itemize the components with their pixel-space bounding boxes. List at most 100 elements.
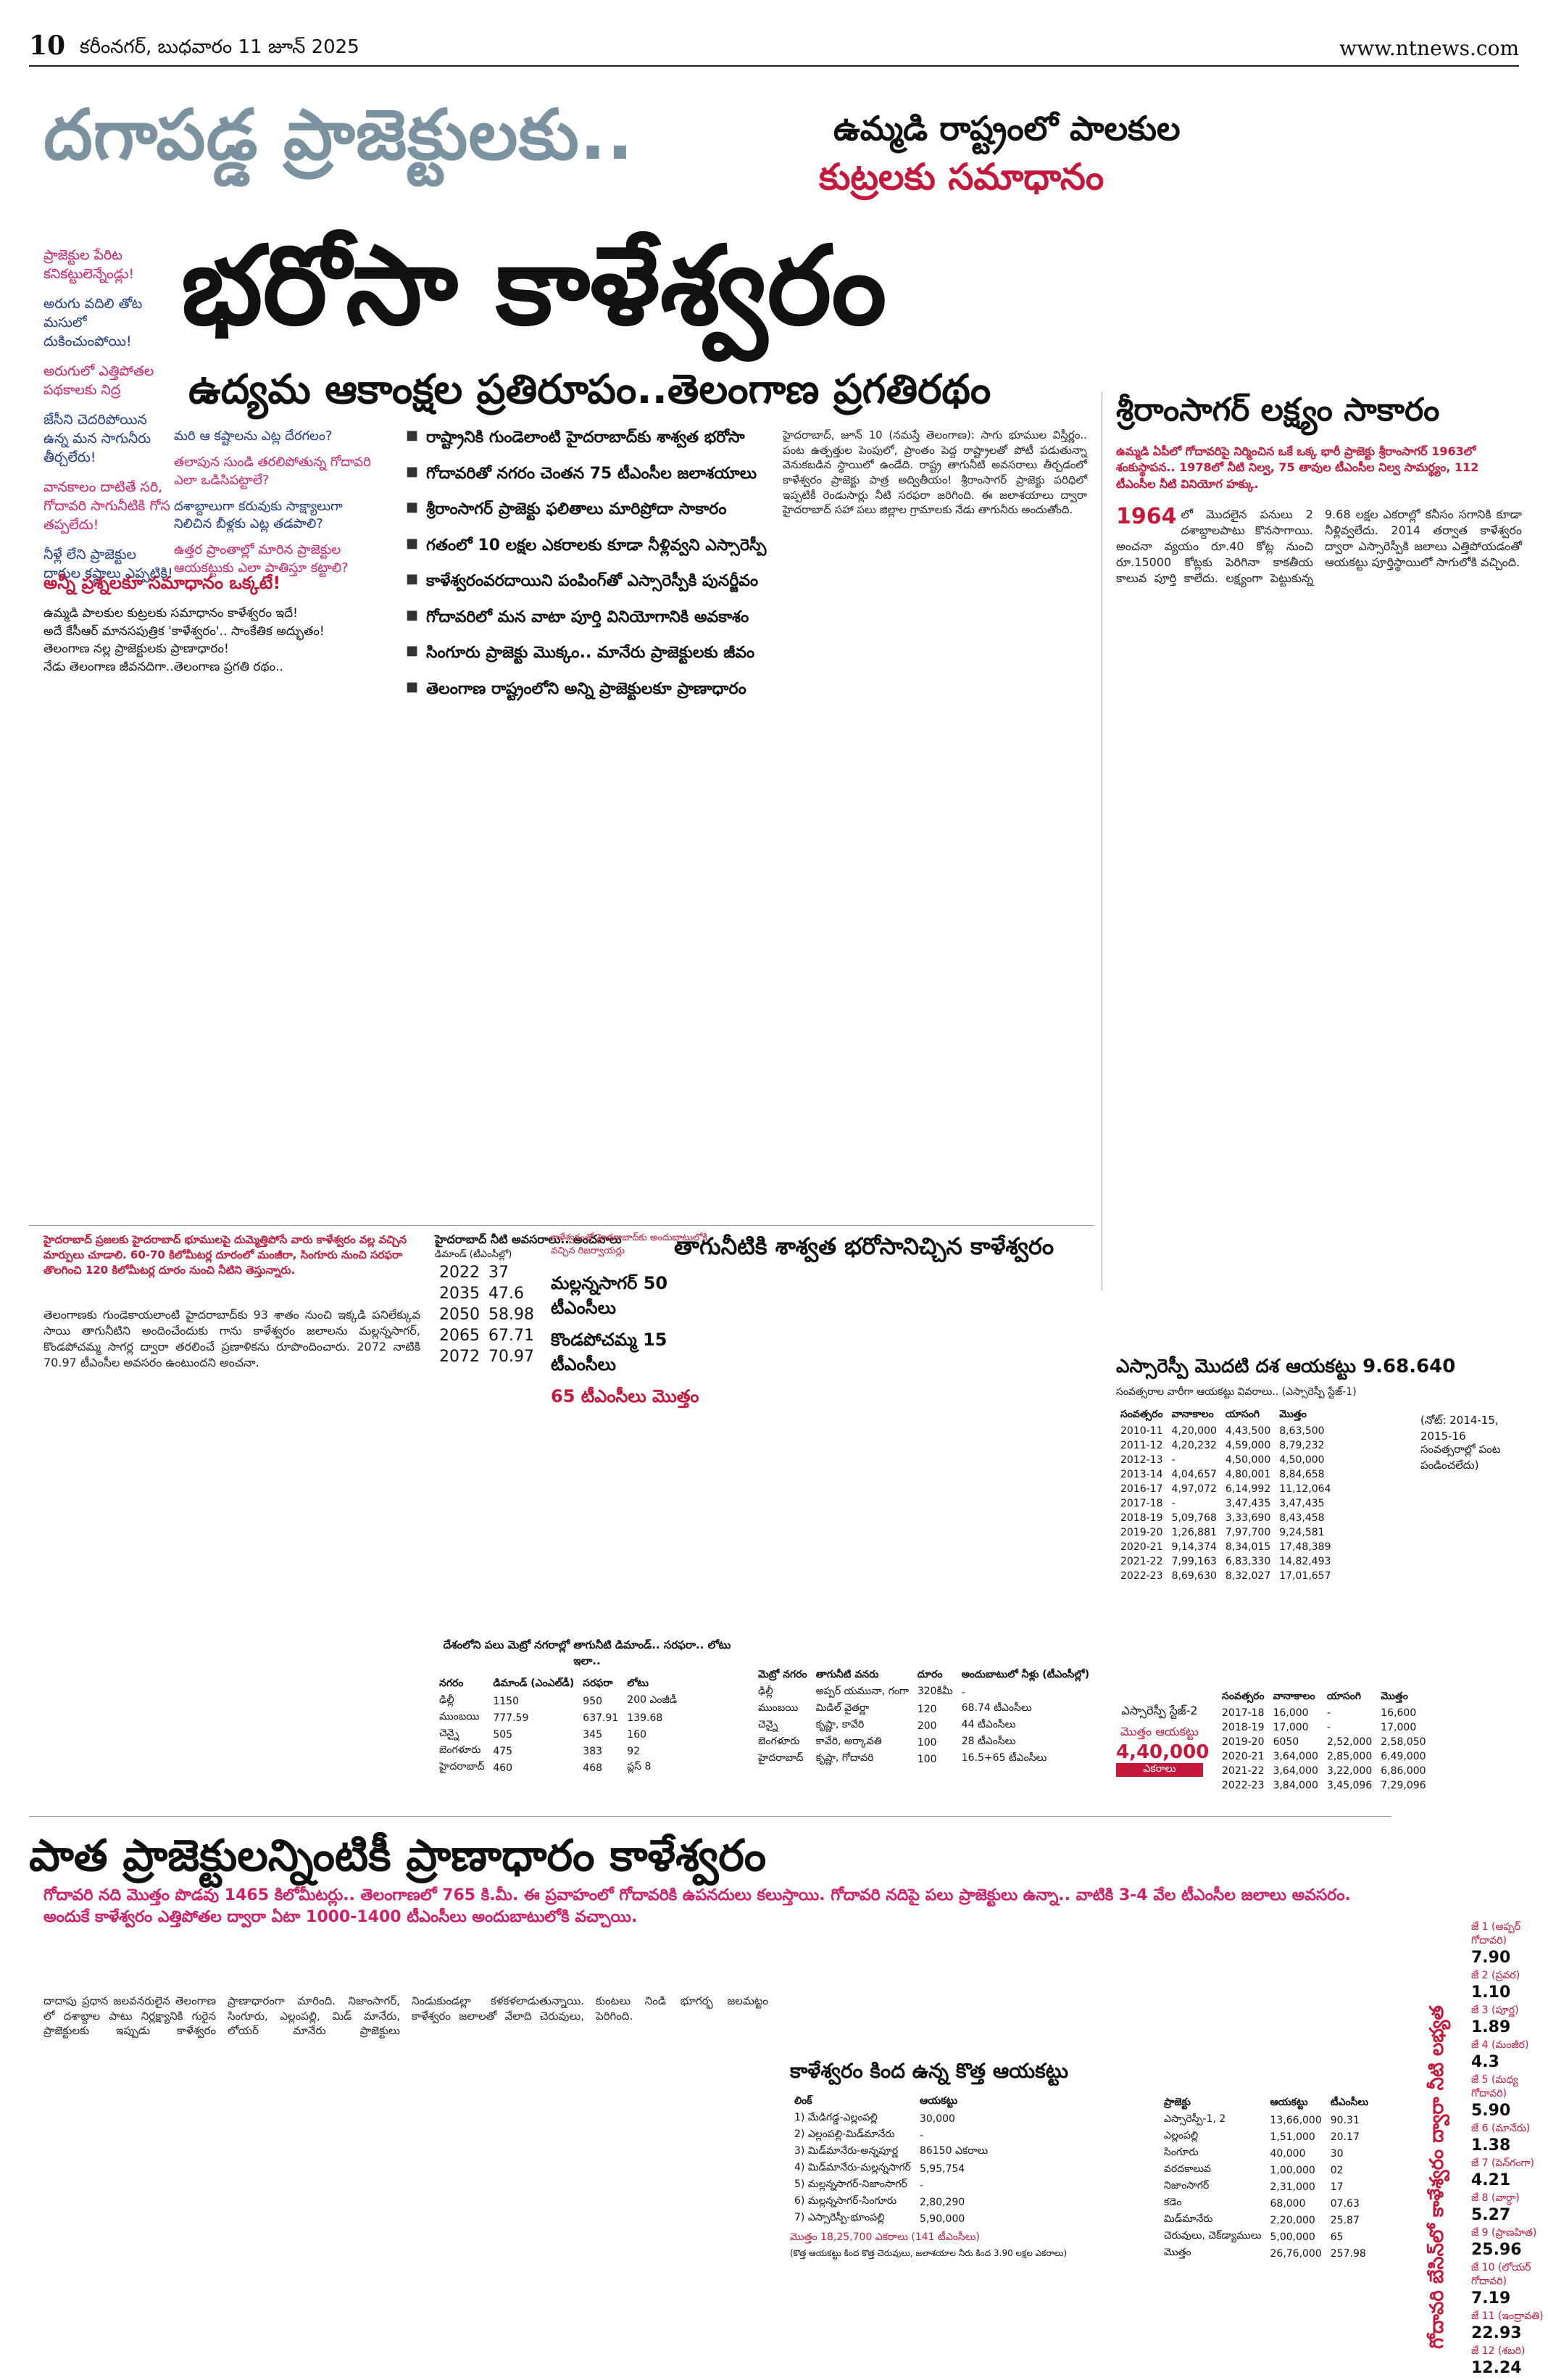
strip-label: జే 3 (పూర్ణ) <box>1471 2004 1519 2016</box>
question: మరి ఆ కష్టాలను ఎట్ల దేరగలం? <box>174 428 333 444</box>
answer-block: అన్నీ ప్రశ్నలకూ సమాధానం ఒక్కటే! ఉమ్మడి ప… <box>43 573 391 676</box>
metro-row-cell: 505 <box>493 1728 513 1741</box>
srsp-ayacut-box: ఎస్సారెస్పీ మొదటి దశ ఆయకట్టు 9.68.640 సం… <box>1116 1356 1522 1583</box>
metro-row-cell: 160 <box>627 1728 647 1741</box>
metro-row-cell: 92 <box>627 1745 641 1757</box>
metro-row-cell: 345 <box>583 1728 603 1741</box>
ayacut-subtitle: సంవత్సరాల వారీగా ఆయకట్టు వివరాలు.. (ఎస్స… <box>1116 1386 1357 1398</box>
strip-label: జే 2 (ప్రవర) <box>1471 1970 1520 1981</box>
metro-row-cell: 460 <box>493 1762 513 1774</box>
stage2-row-cell: 3,22,000 <box>1326 1765 1373 1777</box>
stage2-row-cell: 2017-18 <box>1222 1707 1265 1719</box>
strip-label: జే 7 (పెన్‌గంగా) <box>1471 2157 1534 2169</box>
col-header: మెట్రో నగరం <box>758 1669 807 1680</box>
col-header: దూరం <box>917 1669 943 1680</box>
left-line: అరుగులో ఎత్తిపోతల పథకాలకు నిద్ర <box>43 363 154 398</box>
col-header: సంవత్సరం <box>1120 1409 1163 1420</box>
stage2-row-cell: 7,29,096 <box>1381 1780 1426 1791</box>
bullet-item: గతంలో 10 లక్షల ఎకరాలకు కూడా నీళ్లివ్వని … <box>406 536 768 556</box>
strip-value: 4.21 <box>1471 2171 1511 2189</box>
hyd-intro: హైదరాబాద్ ప్రజలకు హైదరాబాద్ భూములపై దుమ్… <box>43 1232 420 1371</box>
stage2-row-cell: 16,000 <box>1273 1707 1309 1719</box>
stage2-row-cell: 3,84,000 <box>1273 1780 1318 1791</box>
stage2-row-cell: 3,64,000 <box>1273 1751 1318 1762</box>
demand-title: హైదరాబాద్ నీటి అవసరాలు.. అంచనాలు <box>435 1232 622 1246</box>
source-row-cell: ముంబయి <box>758 1702 799 1714</box>
demand-row-cell: 2022 <box>439 1264 480 1282</box>
strip-value: 25.96 <box>1471 2241 1522 2259</box>
answer-line: నేడు తెలంగాణ జీవనదిగా..తెలంగాణ ప్రగతి రథ… <box>43 659 283 674</box>
ayacut-row-cell: 8,32,027 <box>1225 1570 1271 1582</box>
stage2-row-cell: 2022-23 <box>1222 1780 1265 1791</box>
source-row-cell: 200 <box>917 1720 937 1732</box>
col-header: మొత్తం <box>1279 1409 1307 1420</box>
strip-value: 4.3 <box>1471 2053 1499 2071</box>
project-row-cell: 90.31 <box>1330 2114 1360 2126</box>
metro-row-cell: 468 <box>583 1762 603 1774</box>
new-ayacut-row: 2) ఎల్లంపల్లి-మిడ్‌మానేరు- <box>790 2127 992 2144</box>
kondapochamma: కొండపోచమ్మ 15 టీఎంసీలు <box>551 1330 667 1374</box>
answer-line: అదే కేసీఆర్ మానసపుత్రిక 'కాళేశ్వరం'.. సా… <box>43 623 325 639</box>
bullet-item: రాష్ట్రానికి గుండెలాంటి హైదరాబాద్‌కు శాశ… <box>406 428 768 448</box>
project-row-cell: 2,31,000 <box>1270 2181 1315 2193</box>
source-row-cell: మిడిల్ వైతర్ణా <box>815 1702 870 1714</box>
metro-row-cell: 139.68 <box>627 1712 663 1724</box>
website-url[interactable]: www.ntnews.com <box>1339 36 1519 60</box>
col-header: తాగునీటి వనరు <box>815 1669 879 1680</box>
col-header: ప్రాజెక్టు <box>1164 2097 1191 2108</box>
sub-headline: ఉద్యమ ఆకాంక్షల ప్రతిరూపం..తెలంగాణ ప్రగతి… <box>188 366 991 413</box>
project-row-cell: 02 <box>1330 2164 1344 2176</box>
reservoir-source: కాళేశ్వరంతో హైదరాబాద్‌కు అందుబాటులోకి వచ… <box>551 1232 708 1256</box>
ayacut-row-cell: 7,99,163 <box>1171 1556 1217 1567</box>
stage2-summary: ఎస్సారెస్పీ స్టేజ్-2 మొత్తం ఆయకట్టు 4,40… <box>1116 1704 1209 1777</box>
metro-row-cell: ప్లస్ 8 <box>627 1761 652 1772</box>
ayacut-row-cell: 8,34,015 <box>1225 1541 1271 1553</box>
metro-title: దేశంలోని పలు మెట్రో నగరాల్లో తాగునీటి డి… <box>443 1638 731 1667</box>
col-header: యాసంగి <box>1326 1691 1362 1702</box>
new-ayacut-box: కాళేశ్వరం కింద ఉన్న కొత్త ఆయకట్టు లింక్ … <box>790 2059 1152 2260</box>
stage2-row-cell: 2021-22 <box>1222 1765 1265 1777</box>
source-row-cell: 320కిమీ <box>917 1686 953 1697</box>
drinking-water-article: తాగునీటికి శాశ్వత భరోసానిచ్చిన కాళేశ్వరం <box>674 1232 1094 1266</box>
strip-value: 5.27 <box>1471 2206 1511 2224</box>
col-header: టీఎంసీలు <box>1330 2097 1369 2108</box>
col-header: వానాకాలం <box>1171 1409 1214 1420</box>
new-ayacut-title: కాళేశ్వరం కింద ఉన్న కొత్త ఆయకట్టు <box>790 2059 1069 2083</box>
source-row-cell: 28 టీఎంసీలు <box>961 1736 1016 1747</box>
left-line: జేసీని చెదరిపోయిన ఉన్న మన సాగునీరు తీర్చ… <box>43 412 151 465</box>
col-header: లోటు <box>627 1678 649 1689</box>
stage2-label: ఎస్సారెస్పీ స్టేజ్-2 <box>1121 1704 1198 1717</box>
project-row-cell: నిజాంసాగర్ <box>1164 2180 1210 2192</box>
metro-source-box: మెట్రో నగరం తాగునీటి వనరు దూరం అందుబాటుల… <box>754 1667 1102 1767</box>
strip-value: 1.10 <box>1471 1983 1511 2002</box>
answer-line: ఉమ్మడి పాలకుల కుట్రలకు సమాధానం కాళేశ్వరం… <box>43 606 298 621</box>
demand-row-cell: 2035 <box>439 1285 480 1303</box>
ayacut-row-cell: 4,59,000 <box>1225 1440 1271 1451</box>
stage2-unit: ఎకరాలు <box>1116 1763 1203 1777</box>
project-row: నిజాంసాగర్ 2,31,000 17 <box>1160 2178 1373 2195</box>
bullet-item: గోదావరితో నగరం చెంతన 75 టీఎంసీల జలాశయాలు <box>406 464 768 484</box>
ayacut-row-cell: 4,20,000 <box>1171 1425 1217 1437</box>
metro-row-cell: 777.59 <box>493 1712 529 1724</box>
srsp-text: లో మొదలైన పనులు 2 దశాబ్దాలపాటు కొనసాగాయి… <box>1116 507 1522 586</box>
project-row-cell: 17 <box>1330 2181 1344 2193</box>
project-row-cell: ఎస్సారెస్పీ-1, 2 <box>1164 2113 1226 2125</box>
hyd-body: తెలంగాణకు గుండెకాయలాంటి హైదరాబాద్‌కు 93 … <box>43 1308 420 1370</box>
new-ayacut-row-cell: 7) ఎస్సారెస్పీ-భూంపల్లి <box>794 2212 885 2223</box>
new-ayacut-row: 4) మిడ్‌మానేరు-మల్లన్నసాగర్5,95,754 <box>790 2160 992 2177</box>
source-row-cell: 120 <box>917 1703 937 1715</box>
stage2-row-cell: 2,85,000 <box>1326 1751 1373 1762</box>
demand-box: హైదరాబాద్ నీటి అవసరాలు.. అంచనాలు డిమాండ్… <box>435 1232 674 1367</box>
ayacut-row-cell: 7,97,700 <box>1225 1527 1271 1538</box>
dateline: కరీంనగర్, బుధవారం 11 జూన్ 2025 <box>80 36 359 58</box>
project-row-cell: 2,20,000 <box>1270 2214 1315 2226</box>
